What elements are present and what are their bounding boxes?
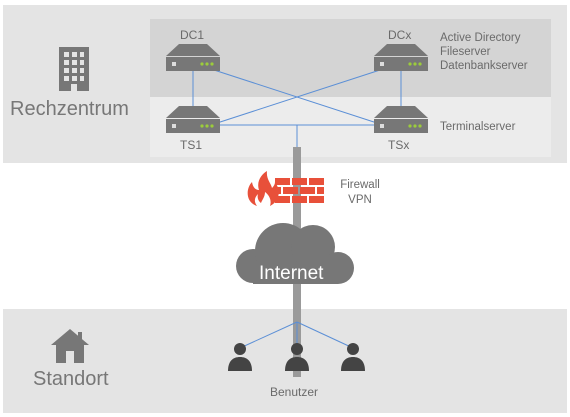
firewall-label: Firewall	[340, 179, 380, 191]
user-icon	[285, 343, 309, 371]
vpn-label: VPN	[348, 194, 372, 206]
site-zone	[3, 309, 567, 413]
server-links	[192, 69, 402, 147]
server-icon	[374, 44, 428, 71]
server-label-dcx: DCx	[388, 28, 412, 42]
server-label-dc1: DC1	[180, 28, 205, 42]
cloud-icon	[236, 223, 354, 284]
server-icon	[374, 106, 428, 133]
role-active-directory: Active Directory	[440, 32, 521, 44]
firewall-icon	[247, 171, 324, 206]
role-terminal-server: Terminalserver	[440, 121, 516, 133]
site-label: Standort	[33, 368, 109, 390]
internet-label: Internet	[259, 263, 324, 284]
user-icon	[228, 343, 252, 371]
server-icon	[166, 106, 220, 133]
users-label: Benutzer	[270, 385, 319, 399]
datacenter-label: Rechzentrum	[10, 98, 129, 120]
building-icon	[59, 47, 89, 91]
server-label-tsx: TSx	[388, 138, 410, 152]
house-icon	[51, 329, 89, 363]
role-fileserver: Fileserver	[440, 46, 491, 58]
role-database-server: Datenbankserver	[440, 60, 528, 72]
server-icon	[166, 44, 220, 71]
user-icon	[341, 343, 365, 371]
link-dcx-ts1	[213, 69, 381, 125]
server-label-ts1: TS1	[180, 138, 203, 152]
